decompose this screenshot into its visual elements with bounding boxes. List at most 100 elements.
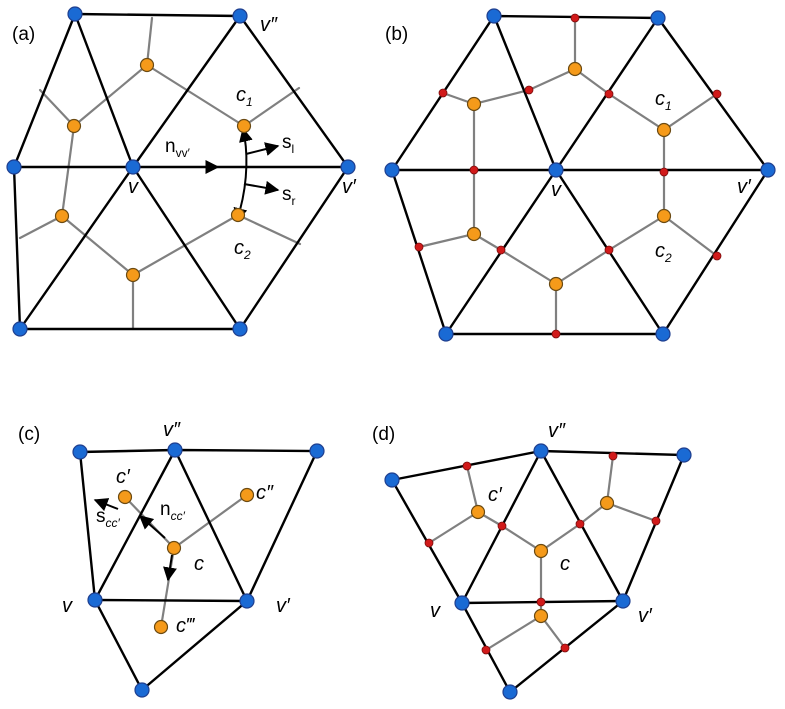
vertex-node <box>454 595 470 611</box>
vertex-node <box>67 6 83 22</box>
panel-d-midpoints <box>424 451 661 655</box>
label-v-prime: v′ <box>737 176 752 198</box>
label-v: v <box>62 595 73 617</box>
centroid-node <box>656 208 672 224</box>
vertex-node <box>87 592 103 608</box>
vertex-node <box>486 8 502 24</box>
label-c: c <box>560 553 570 575</box>
centroid-node <box>656 122 672 138</box>
vertex-node <box>655 326 671 342</box>
centroid-node <box>470 504 486 520</box>
panel-d-centroids <box>470 495 615 624</box>
label-n-vv: nvv′ <box>165 136 191 160</box>
panel-b-centroids <box>466 61 672 292</box>
edge-midpoint <box>575 519 585 529</box>
edge-midpoint <box>496 245 506 255</box>
centroid-node <box>466 226 482 242</box>
edge-midpoint <box>712 89 722 99</box>
vertex-node <box>676 447 692 463</box>
label-v-dprime: v″ <box>163 419 181 441</box>
vertex-node <box>384 162 400 178</box>
label-s-cc: scc′ <box>96 506 121 530</box>
edge-midpoint <box>469 165 479 175</box>
panel-b-vertices <box>384 8 776 342</box>
label-v: v <box>430 600 441 622</box>
normal-arrow-ncc <box>138 515 166 539</box>
panel-c-labels: (c) v″ c′ c″ ncc′ scc′ c v v′ c‴ <box>18 419 291 637</box>
panel-a-labels: (a) v″ c1 nvv′ sl v v′ sr c2 <box>12 14 357 262</box>
edge-midpoint <box>438 88 448 98</box>
panel-b-primal-edges <box>390 14 770 336</box>
sr-arrow <box>243 180 280 195</box>
panel-d: (d) v″ c′ c v v′ <box>372 420 692 700</box>
vertex-node <box>12 321 28 337</box>
label-c: c <box>194 553 204 575</box>
centroid-node <box>466 96 482 112</box>
centroid-node <box>533 543 549 559</box>
panel-c-vertices <box>72 442 325 698</box>
centroid-node <box>66 118 82 134</box>
panel-label-c: (c) <box>18 424 40 445</box>
edge-midpoint <box>497 521 507 531</box>
centroid-node <box>139 57 155 73</box>
panel-b: (b) c1 v v′ c2 <box>384 8 776 342</box>
centroid-node <box>166 540 182 556</box>
vertex-node <box>615 593 631 609</box>
edge-midpoint <box>604 89 614 99</box>
label-v-prime: v′ <box>342 176 357 198</box>
edge-midpoint <box>524 85 534 95</box>
vertex-node <box>72 444 88 460</box>
label-c-tprime: c‴ <box>176 615 196 637</box>
panel-b-dual-edges <box>417 16 719 336</box>
label-c1: c1 <box>655 88 672 113</box>
edge-midpoint <box>536 597 546 607</box>
vertex-node <box>167 442 183 458</box>
label-n-cc: ncc′ <box>160 499 186 523</box>
panel-c: (c) v″ c′ c″ ncc′ scc′ c v v′ c‴ <box>18 419 325 698</box>
panel-label-d: (d) <box>372 424 395 445</box>
vertex-node <box>438 326 454 342</box>
label-v-dprime: v″ <box>260 14 278 36</box>
label-c2: c2 <box>234 237 251 262</box>
edge-midpoint <box>414 242 424 252</box>
centroid-node <box>125 267 141 283</box>
label-v-dprime: v″ <box>548 420 566 442</box>
vertex-node <box>309 443 325 459</box>
vertex-node <box>533 443 549 459</box>
label-v: v <box>551 179 562 201</box>
vertex-node <box>125 159 141 175</box>
label-s-l: sl <box>282 132 294 156</box>
panel-d-labels: (d) v″ c′ c v v′ <box>372 420 653 627</box>
s-arrow-cc <box>93 498 119 512</box>
arrow-down <box>163 554 177 582</box>
vertex-node <box>384 472 400 488</box>
vertex-node <box>232 8 248 24</box>
vertex-node <box>760 162 776 178</box>
panel-a-dual-edges <box>18 16 302 331</box>
panel-a-arrows <box>133 127 280 223</box>
panel-b-labels: (b) c1 v v′ c2 <box>385 24 752 265</box>
label-c-prime: c′ <box>116 466 131 488</box>
panel-c-centroids <box>117 487 255 635</box>
edge-midpoint <box>551 329 561 339</box>
centroid-node <box>230 207 246 223</box>
label-v-prime: v′ <box>276 595 291 617</box>
vertex-node <box>134 682 150 698</box>
vertex-node <box>340 159 356 175</box>
edge-midpoint <box>570 13 580 23</box>
edge-midpoint <box>712 251 722 261</box>
panel-b-midpoints <box>414 13 722 339</box>
panel-label-a: (a) <box>12 24 35 45</box>
panel-a-primal-edges <box>12 12 350 331</box>
sl-arrow <box>245 142 280 156</box>
edge-midpoint <box>481 645 491 655</box>
label-c2: c2 <box>655 240 672 265</box>
panel-label-b: (b) <box>385 24 408 45</box>
edge-midpoint <box>462 461 472 471</box>
edge-midpoint <box>560 643 570 653</box>
vertex-node <box>232 321 248 337</box>
edge-midpoint <box>604 245 614 255</box>
centroid-node <box>153 619 169 635</box>
panel-a: (a) v″ c1 nvv′ sl v v′ sr c2 <box>6 6 357 337</box>
